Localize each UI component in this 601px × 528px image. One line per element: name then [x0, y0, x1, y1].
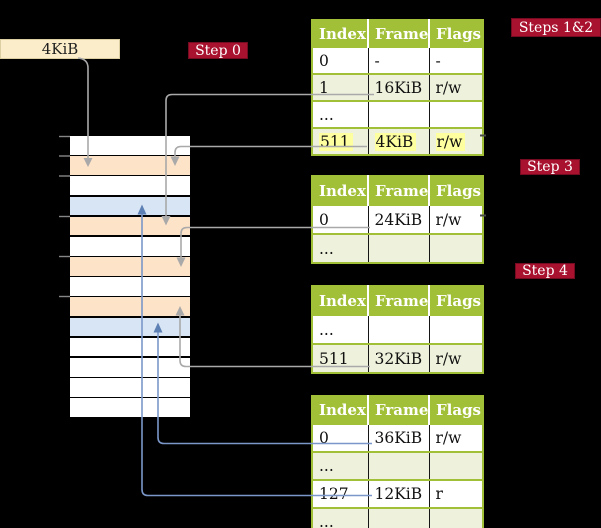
- cell-frame: 12KiB: [367, 479, 429, 508]
- column-header-frame: Frame: [367, 20, 429, 47]
- cell-frame: [367, 314, 429, 344]
- cell-flags: -: [428, 46, 483, 74]
- cell-flags: [428, 100, 483, 128]
- column-header-flags: Flags: [428, 176, 483, 205]
- highlighted-value: r/w: [435, 132, 466, 151]
- table-row: ...: [312, 233, 483, 263]
- page-table-level-top: Index Frame Flags 0 - - 1 16KiB r/w ... …: [311, 19, 484, 156]
- memory-row: [70, 317, 190, 337]
- memory-row: [70, 156, 190, 175]
- column-header-index: Index: [312, 286, 368, 315]
- memory-row: [70, 398, 190, 417]
- memory-row: [70, 196, 190, 216]
- cell-frame: 24KiB: [367, 204, 429, 234]
- table-header-row: Index Frame Flags: [312, 20, 483, 47]
- cell-index: 0: [312, 204, 368, 234]
- highlighted-value: 4KiB: [374, 132, 417, 151]
- table-row: 0 36KiB r/w: [312, 423, 483, 452]
- cell-index: ...: [312, 233, 368, 263]
- column-header-index: Index: [312, 396, 368, 424]
- cell-index: ...: [312, 314, 368, 344]
- cell-index: 511: [312, 343, 368, 373]
- memory-row: [70, 357, 190, 377]
- column-tick-marks: [59, 135, 70, 298]
- cell-index: ...: [312, 507, 368, 528]
- table-row: ...: [312, 100, 483, 128]
- column-header-flags: Flags: [428, 286, 483, 315]
- table-row: 1 16KiB r/w: [312, 73, 483, 101]
- cell-frame: [367, 100, 429, 128]
- cell-frame: -: [367, 46, 429, 74]
- cell-index: 1: [312, 73, 368, 101]
- column-header-frame: Frame: [367, 176, 429, 205]
- memory-row: [70, 297, 190, 317]
- memory-row: [70, 136, 190, 155]
- cell-frame: [367, 451, 429, 480]
- table-row: 511 32KiB r/w: [312, 343, 483, 373]
- cell-flags: [428, 233, 483, 263]
- cell-index: ...: [312, 100, 368, 128]
- column-header-flags: Flags: [428, 20, 483, 47]
- memory-row: [70, 337, 190, 357]
- cell-index: ...: [312, 451, 368, 480]
- highlighted-value: 511: [319, 132, 353, 151]
- cell-frame: 16KiB: [367, 73, 429, 101]
- step-3-label: Step 3: [520, 159, 580, 175]
- table-row: 0 - -: [312, 46, 483, 74]
- column-header-flags: Flags: [428, 396, 483, 424]
- cell-frame: [367, 507, 429, 528]
- memory-column: [70, 136, 190, 417]
- cell-flags: r/w: [428, 423, 483, 452]
- step-0-label: Step 0: [188, 42, 248, 59]
- table-header-row: Index Frame Flags: [312, 286, 483, 315]
- step-4-label: Step 4: [515, 263, 575, 279]
- memory-row: [70, 378, 190, 397]
- page-table-level-mid: Index Frame Flags 0 24KiB r/w ...: [311, 175, 484, 264]
- cell-flags: [428, 507, 483, 528]
- steps-1-2-label: Steps 1&2: [511, 18, 601, 37]
- column-header-index: Index: [312, 20, 368, 47]
- table-header-row: Index Frame Flags: [312, 396, 483, 424]
- column-header-frame: Frame: [367, 396, 429, 424]
- memory-row: [70, 277, 190, 296]
- table-header-row: Index Frame Flags: [312, 176, 483, 205]
- memory-row: [70, 176, 190, 196]
- cell-index: 0: [312, 423, 368, 452]
- page-table-level-lower: Index Frame Flags ... 511 32KiB r/w: [311, 285, 484, 374]
- memory-row: [70, 236, 190, 256]
- table-row: 127 12KiB r: [312, 479, 483, 508]
- cell-frame: 32KiB: [367, 343, 429, 373]
- cell-frame: 36KiB: [367, 423, 429, 452]
- cell-flags: r/w: [428, 127, 483, 155]
- table-row: ...: [312, 314, 483, 344]
- table-row: ...: [312, 451, 483, 480]
- memory-row: [70, 216, 190, 236]
- column-header-index: Index: [312, 176, 368, 205]
- table-row: 0 24KiB r/w: [312, 204, 483, 234]
- cell-flags: [428, 314, 483, 344]
- cell-flags: r/w: [428, 343, 483, 373]
- page-size-label: 4KiB: [41, 40, 79, 58]
- cell-flags: r/w: [428, 204, 483, 234]
- cell-index: 511: [312, 127, 368, 155]
- table-row-highlighted: 511 4KiB r/w: [312, 127, 483, 155]
- cell-flags: [428, 451, 483, 480]
- cell-frame: [367, 233, 429, 263]
- page-size-box: 4KiB: [0, 39, 120, 59]
- cell-index: 127: [312, 479, 368, 508]
- memory-row: [70, 257, 190, 276]
- cell-flags: r/w: [428, 73, 483, 101]
- page-table-level-bottom: Index Frame Flags 0 36KiB r/w ... 127 12…: [311, 395, 484, 528]
- table-row: ...: [312, 507, 483, 528]
- cell-frame: 4KiB: [367, 127, 429, 155]
- column-header-frame: Frame: [367, 286, 429, 315]
- cell-flags: r: [428, 479, 483, 508]
- cell-index: 0: [312, 46, 368, 74]
